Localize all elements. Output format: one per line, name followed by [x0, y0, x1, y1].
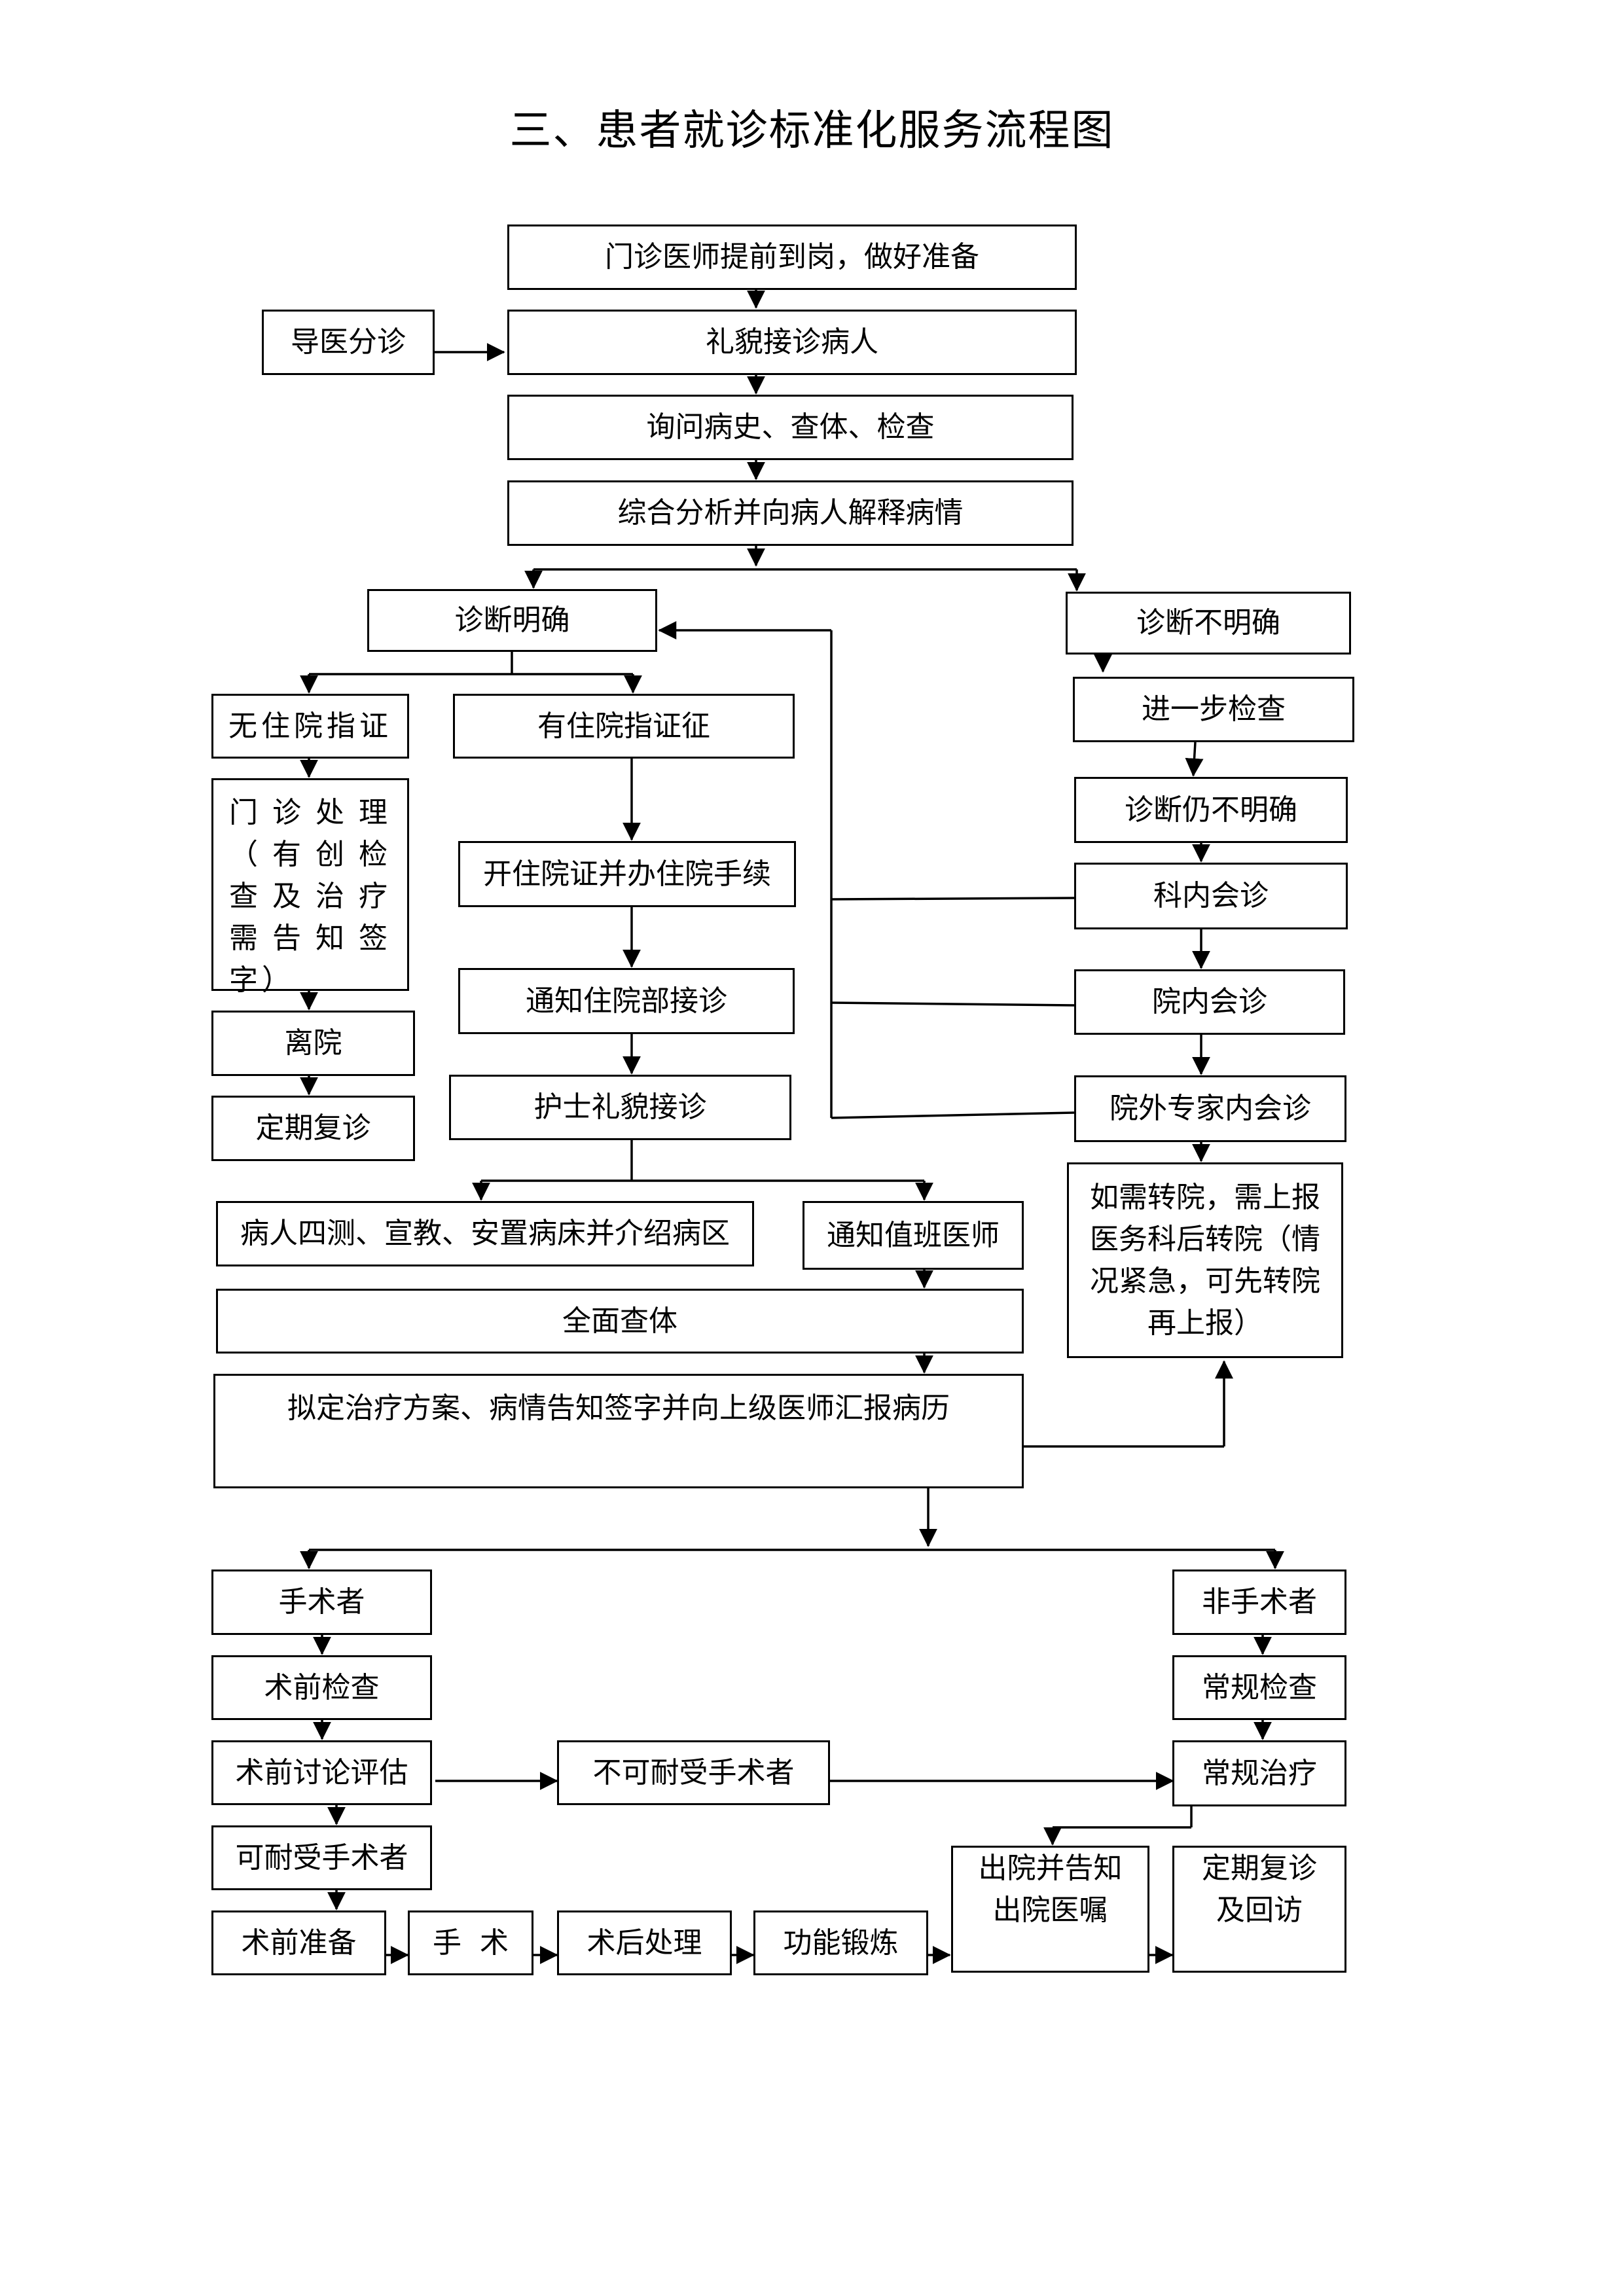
node-notify-doctor: 通知值班医师 — [803, 1201, 1024, 1270]
node-followup: 定期复诊 — [211, 1096, 415, 1161]
node-non-surgical: 非手术者 — [1172, 1570, 1346, 1635]
node-diag-clear: 诊断明确 — [367, 589, 657, 652]
node-outpatient-treatment: 门诊处理（有创检查及治疗需告知签字） — [211, 778, 409, 997]
node-diag-unclear: 诊断不明确 — [1066, 592, 1351, 655]
page-title: 三、患者就诊标准化服务流程图 — [509, 107, 1115, 155]
node-nurse-reception: 护士礼貌接诊 — [449, 1075, 791, 1140]
node-treatment-plan: 拟定治疗方案、病情告知签字并向上级医师汇报病历 — [213, 1374, 1024, 1488]
node-reception: 礼貌接诊病人 — [507, 310, 1077, 375]
node-followup-visit: 定期复诊及回访 — [1172, 1846, 1346, 1973]
node-guide: 导医分诊 — [262, 310, 435, 375]
node-four-measurements: 病人四测、宣教、安置病床并介绍病区 — [216, 1201, 754, 1266]
node-external-consult: 院外专家内会诊 — [1074, 1075, 1346, 1142]
node-surgery: 手 术 — [408, 1910, 533, 1975]
node-full-exam: 全面查体 — [216, 1289, 1024, 1354]
node-intolerant: 不可耐受手术者 — [557, 1740, 830, 1805]
node-no-admission: 无住院指证 — [211, 694, 409, 759]
node-still-unclear: 诊断仍不明确 — [1074, 777, 1348, 843]
node-routine-exam: 常规检查 — [1172, 1655, 1346, 1720]
node-routine-treatment: 常规治疗 — [1172, 1740, 1346, 1806]
node-preop-discussion: 术前讨论评估 — [211, 1740, 432, 1805]
node-preop-exam: 术前检查 — [211, 1655, 432, 1720]
node-hospital-consult: 院内会诊 — [1074, 969, 1345, 1035]
node-postop: 术后处理 — [557, 1910, 732, 1975]
node-leave: 离院 — [211, 1011, 415, 1076]
node-preop-prep: 术前准备 — [211, 1910, 386, 1975]
node-notify-ward: 通知住院部接诊 — [458, 968, 795, 1034]
node-transfer: 如需转院，需上报医务科后转院（情况紧急，可先转院再上报） — [1067, 1162, 1343, 1358]
node-admission-procedure: 开住院证并办住院手续 — [458, 841, 796, 907]
node-dept-consult: 科内会诊 — [1074, 863, 1348, 929]
node-discharge: 出院并告知出院医嘱 — [951, 1846, 1149, 1973]
node-prepare: 门诊医师提前到岗，做好准备 — [507, 224, 1077, 290]
node-tolerant: 可耐受手术者 — [211, 1825, 432, 1890]
node-has-admission: 有住院指证征 — [453, 694, 795, 759]
node-rehab: 功能锻炼 — [753, 1910, 928, 1975]
node-analysis: 综合分析并向病人解释病情 — [507, 480, 1074, 546]
node-surgical: 手术者 — [211, 1570, 432, 1635]
node-inquiry: 询问病史、查体、检查 — [507, 395, 1074, 460]
node-further-exam: 进一步检查 — [1073, 677, 1354, 742]
